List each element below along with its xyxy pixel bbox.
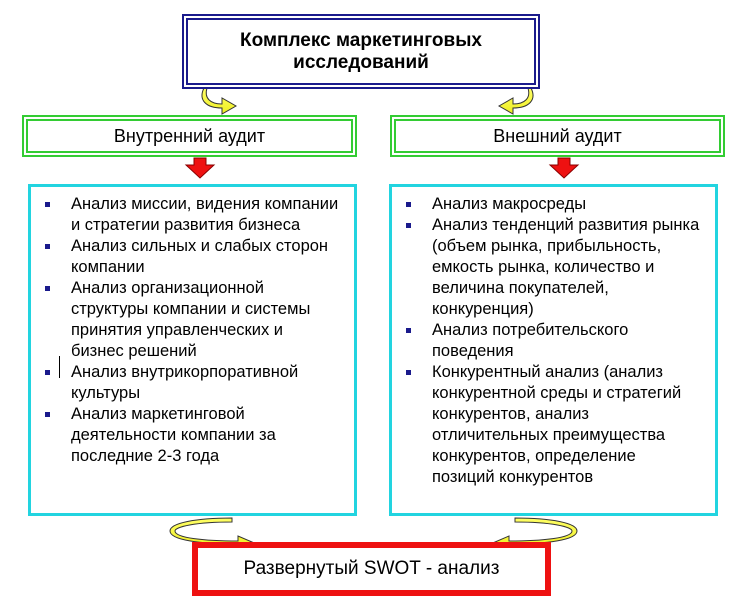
internal-audit-box: Внутренний аудит [22,115,357,157]
list-item-text: Анализ внутрикорпоративной культуры [71,363,299,402]
list-item: Анализ сильных и слабых сторон компании [41,236,340,278]
internal-audit-list: Анализ миссии, видения компании и страте… [41,194,340,467]
list-item-text: Анализ сильных и слабых сторон компании [71,237,329,276]
list-item: Анализ маркетинговой деятельности компан… [41,404,340,467]
bullet-icon [45,244,50,249]
bullet-icon [45,286,50,291]
list-item-text: Анализ организационной структуры компани… [71,279,311,360]
top-box-title-line1: Комплекс маркетинговых [240,29,482,51]
internal-audit-list-box: Анализ миссии, видения компании и страте… [28,184,357,516]
list-item-text: Анализ тенденций развития рынка (объем р… [432,216,700,318]
curved-arrow-icon [201,87,238,115]
down-arrow-icon [184,157,216,179]
list-item: Анализ макросреды [402,194,701,215]
down-arrow-icon [548,157,580,179]
list-item: Анализ тенденций развития рынка (объем р… [402,215,701,320]
list-item: Анализ миссии, видения компании и страте… [41,194,340,236]
bullet-icon [45,202,50,207]
bullet-icon [406,328,411,333]
list-item-text: Анализ миссии, видения компании и страте… [71,195,339,234]
bullet-icon [45,412,50,417]
list-item: Конкурентный анализ (анализ конкурентной… [402,362,701,488]
bullet-icon [45,370,50,375]
marketing-research-complex-box: Комплекс маркетинговых исследований [182,14,540,89]
list-item-text: Конкурентный анализ (анализ конкурентной… [432,363,682,486]
bullet-icon [406,370,411,375]
swot-label: Развернутый SWOT - анализ [243,558,500,579]
swot-analysis-box: Развернутый SWOT - анализ [192,542,551,596]
list-item-text: Анализ потребительского поведения [432,321,629,360]
external-audit-list-box: Анализ макросреды Анализ тенденций разви… [389,184,718,516]
external-audit-box: Внешний аудит [390,115,725,157]
list-item: Анализ организационной структуры компани… [41,278,340,362]
list-item: Анализ внутрикорпоративной культуры [41,362,340,404]
bullet-icon [406,223,411,228]
list-item-text: Анализ маркетинговой деятельности компан… [71,405,276,465]
internal-audit-label: Внутренний аудит [113,125,266,146]
curved-arrow-icon [497,87,534,115]
list-item: Анализ потребительского поведения [402,320,701,362]
external-audit-label: Внешний аудит [493,125,622,146]
list-item-text: Анализ макросреды [432,195,587,213]
top-box-title-line2: исследований [293,51,429,73]
bullet-icon [406,202,411,207]
text-cursor [59,356,60,378]
external-audit-list: Анализ макросреды Анализ тенденций разви… [402,194,701,488]
